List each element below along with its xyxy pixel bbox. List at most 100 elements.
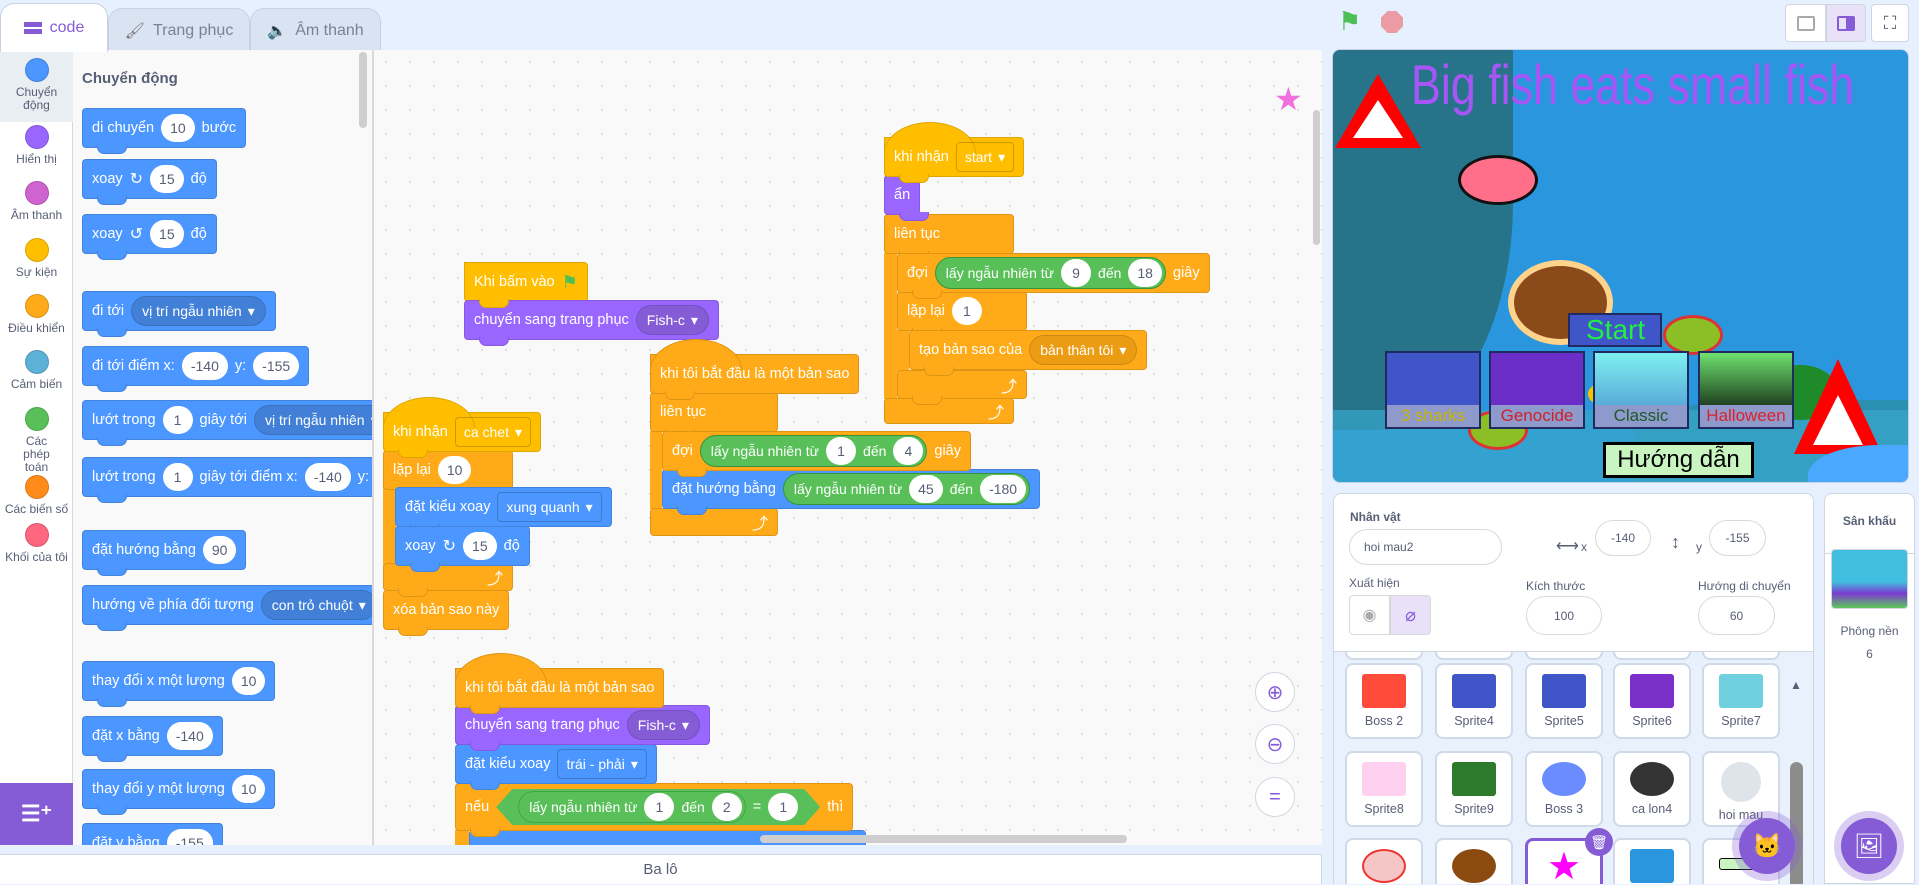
- dropdown-menu[interactable]: start▾: [955, 142, 1015, 172]
- number-input[interactable]: -140: [166, 722, 213, 750]
- dropdown-menu[interactable]: con trỏ chuột▾: [260, 590, 372, 620]
- mode-genocide-button[interactable]: Genocide: [1489, 351, 1585, 429]
- sprite-tile-ca-lon4[interactable]: ca lon4: [1613, 751, 1691, 827]
- normal-stage-button[interactable]: [1826, 4, 1866, 42]
- small-stage-button[interactable]: [1785, 4, 1826, 42]
- dropdown-menu[interactable]: bản thân tôi▾: [1029, 335, 1138, 365]
- scroll-up-icon[interactable]: ▲: [1790, 678, 1802, 692]
- category-sound[interactable]: Âm thanh: [0, 181, 73, 222]
- zoom-in-button[interactable]: ⊕: [1255, 672, 1295, 712]
- number-input[interactable]: 15: [150, 165, 184, 193]
- sprite-tile[interactable]: [1613, 652, 1691, 660]
- number-input[interactable]: 10: [231, 667, 266, 695]
- sprite-tile[interactable]: [1525, 652, 1603, 660]
- number-input[interactable]: 1: [768, 793, 798, 821]
- stage-selector[interactable]: Sân khấu Phông nền 6 🖼: [1824, 493, 1915, 884]
- number-input[interactable]: 18: [1128, 259, 1162, 287]
- delete-sprite-button[interactable]: 🗑: [1585, 828, 1613, 856]
- sprite-tile[interactable]: [1435, 652, 1513, 660]
- when-start-as-clone-block[interactable]: khi tôi bắt đầu là một bản sao: [455, 653, 665, 714]
- number-input[interactable]: 9: [1061, 259, 1092, 287]
- tab-code[interactable]: code: [0, 3, 108, 52]
- number-input[interactable]: 90: [202, 536, 237, 564]
- sprite-tile-sprite8[interactable]: Sprite8: [1345, 751, 1423, 827]
- add-sprite-button[interactable]: 🐱: [1739, 818, 1795, 874]
- mode-3-sharks-button[interactable]: 3 sharks: [1385, 351, 1481, 429]
- show-sprite-button[interactable]: ◉: [1349, 595, 1390, 635]
- sprite-tile[interactable]: [1613, 838, 1691, 884]
- sprite-tile-sprite5[interactable]: Sprite5: [1525, 663, 1603, 739]
- number-input[interactable]: -140: [304, 463, 351, 491]
- sprite-tile-boss-2[interactable]: Boss 2: [1345, 663, 1423, 739]
- size-input[interactable]: [1526, 596, 1602, 635]
- number-input[interactable]: 1: [951, 297, 982, 325]
- number-input[interactable]: 45: [909, 475, 943, 503]
- tab-costumes[interactable]: 🖌 Trang phục: [108, 8, 250, 52]
- sprite-tile[interactable]: [1345, 652, 1423, 660]
- when-start-as-clone-block[interactable]: khi tôi bắt đầu là một bản sao: [650, 339, 860, 400]
- horizontal-scrollbar[interactable]: [760, 835, 1127, 843]
- start-button[interactable]: Start: [1568, 313, 1662, 347]
- direction-input[interactable]: [1698, 596, 1775, 635]
- sprite-tile-boss-3[interactable]: Boss 3: [1525, 751, 1603, 827]
- category-variables[interactable]: Các biến số: [0, 475, 73, 516]
- zoom-reset-button[interactable]: =: [1255, 777, 1295, 817]
- category-sensing[interactable]: Cảm biến: [0, 350, 73, 391]
- add-backdrop-button[interactable]: 🖼: [1841, 818, 1897, 874]
- stop-button[interactable]: [1381, 11, 1403, 33]
- dropdown-menu[interactable]: xung quanh▾: [497, 492, 602, 522]
- number-input[interactable]: 1: [644, 793, 674, 821]
- dropdown-menu[interactable]: ca chet▾: [454, 417, 531, 447]
- category-events[interactable]: Sự kiện: [0, 238, 73, 279]
- guide-button[interactable]: Hướng dẫn: [1603, 442, 1754, 478]
- number-input[interactable]: -155: [166, 829, 213, 845]
- y-position-input[interactable]: [1709, 520, 1766, 556]
- dropdown-menu[interactable]: vị trí ngẫu nhiên▾: [131, 296, 266, 326]
- number-input[interactable]: 15: [463, 532, 497, 560]
- sprite-tile-sprite6[interactable]: Sprite6: [1613, 663, 1691, 739]
- number-input[interactable]: 1: [162, 406, 193, 434]
- fullscreen-button[interactable]: ⛶: [1871, 4, 1909, 42]
- stage-canvas[interactable]: Big fish eats small fish Start 3 sharks …: [1332, 49, 1909, 483]
- number-input[interactable]: 15: [150, 220, 184, 248]
- add-extension-button[interactable]: ☰⁺: [0, 783, 73, 845]
- sprite-tile-sprite4[interactable]: Sprite4: [1435, 663, 1513, 739]
- sprite-tile[interactable]: [1345, 838, 1423, 884]
- tab-sounds[interactable]: 🔈 Âm thanh: [250, 8, 381, 52]
- mode-classic-button[interactable]: Classic: [1593, 351, 1689, 429]
- backdrop-thumbnail[interactable]: [1831, 549, 1908, 609]
- mode-halloween-button[interactable]: Halloween: [1698, 351, 1794, 429]
- sprite-tile[interactable]: [1702, 652, 1780, 660]
- number-input[interactable]: -140: [181, 352, 228, 380]
- dropdown-menu[interactable]: Fish-c▾: [635, 305, 709, 335]
- green-flag-button[interactable]: ⚑: [1338, 6, 1361, 37]
- dropdown-menu[interactable]: trái - phải▾: [557, 749, 647, 779]
- sprite-tile-sprite9[interactable]: Sprite9: [1435, 751, 1513, 827]
- sprite-tile[interactable]: [1435, 838, 1513, 884]
- zoom-out-button[interactable]: ⊖: [1255, 724, 1295, 764]
- sprite-tile-sprite7[interactable]: Sprite7: [1702, 663, 1780, 739]
- number-input[interactable]: 10: [161, 114, 195, 142]
